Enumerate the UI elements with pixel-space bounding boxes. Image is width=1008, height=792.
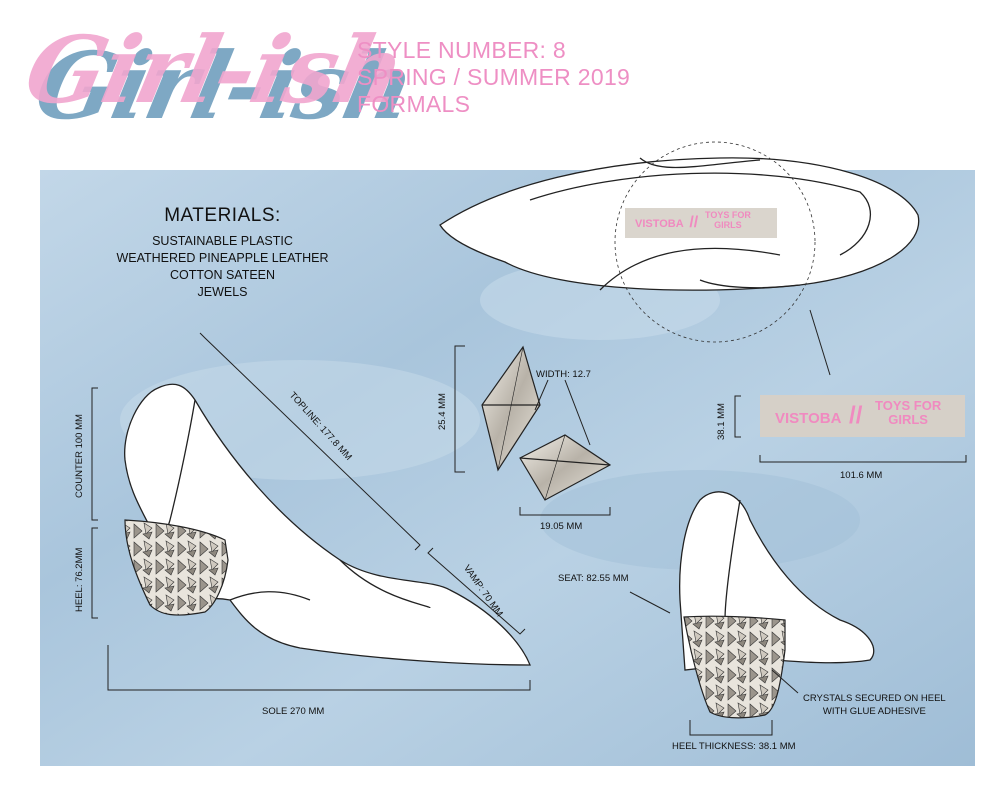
label-height-label: 38.1 MM xyxy=(716,403,727,440)
label-width-label: 101.6 MM xyxy=(840,470,883,481)
insole-label-large-text: VISTOBA // xyxy=(775,402,863,429)
crystal-base-label: 19.05 MM xyxy=(540,521,583,532)
season: SPRING / SUMMER 2019 xyxy=(357,64,631,90)
insole-label-large xyxy=(760,395,965,437)
seat-label: SEAT: 82.55 MM xyxy=(558,573,629,584)
material-item: JEWELS xyxy=(197,285,248,299)
crystal-2 xyxy=(519,434,612,501)
material-item: WEATHERED PINEAPPLE LEATHER xyxy=(116,251,329,265)
detail-callout-circle xyxy=(614,141,816,343)
crystal-height-label: 25.4 MM xyxy=(437,393,448,430)
style-number: STYLE NUMBER: 8 xyxy=(357,37,566,63)
insole-label-small-text: VISTOBA // xyxy=(635,214,699,231)
materials-block: MATERIALS: SUSTAINABLE PLASTIC WEATHERED… xyxy=(95,205,350,301)
counter-label: COUNTER 100 MM xyxy=(74,414,85,498)
heel-label: HEEL: 76.2MM xyxy=(74,547,85,612)
heel-thickness-label: HEEL THICKNESS: 38.1 MM xyxy=(672,741,796,752)
crystal-1 xyxy=(481,345,541,472)
insole-label-small xyxy=(625,208,777,238)
crystals-note: CRYSTALS SECURED ON HEEL WITH GLUE ADHES… xyxy=(803,693,946,717)
category: FORMALS xyxy=(357,91,471,117)
materials-heading: MATERIALS: xyxy=(164,205,281,226)
jeweled-heel-left xyxy=(124,519,229,616)
sole-label: SOLE 270 MM xyxy=(262,706,325,717)
material-item: SUSTAINABLE PLASTIC xyxy=(152,234,293,248)
jeweled-heel-right xyxy=(683,615,786,719)
crystal-width-label: WIDTH: 12.7 xyxy=(536,369,591,380)
style-info: STYLE NUMBER: 8 SPRING / SUMMER 2019 FOR… xyxy=(357,37,630,118)
material-item: COTTON SATEEN xyxy=(169,268,276,282)
